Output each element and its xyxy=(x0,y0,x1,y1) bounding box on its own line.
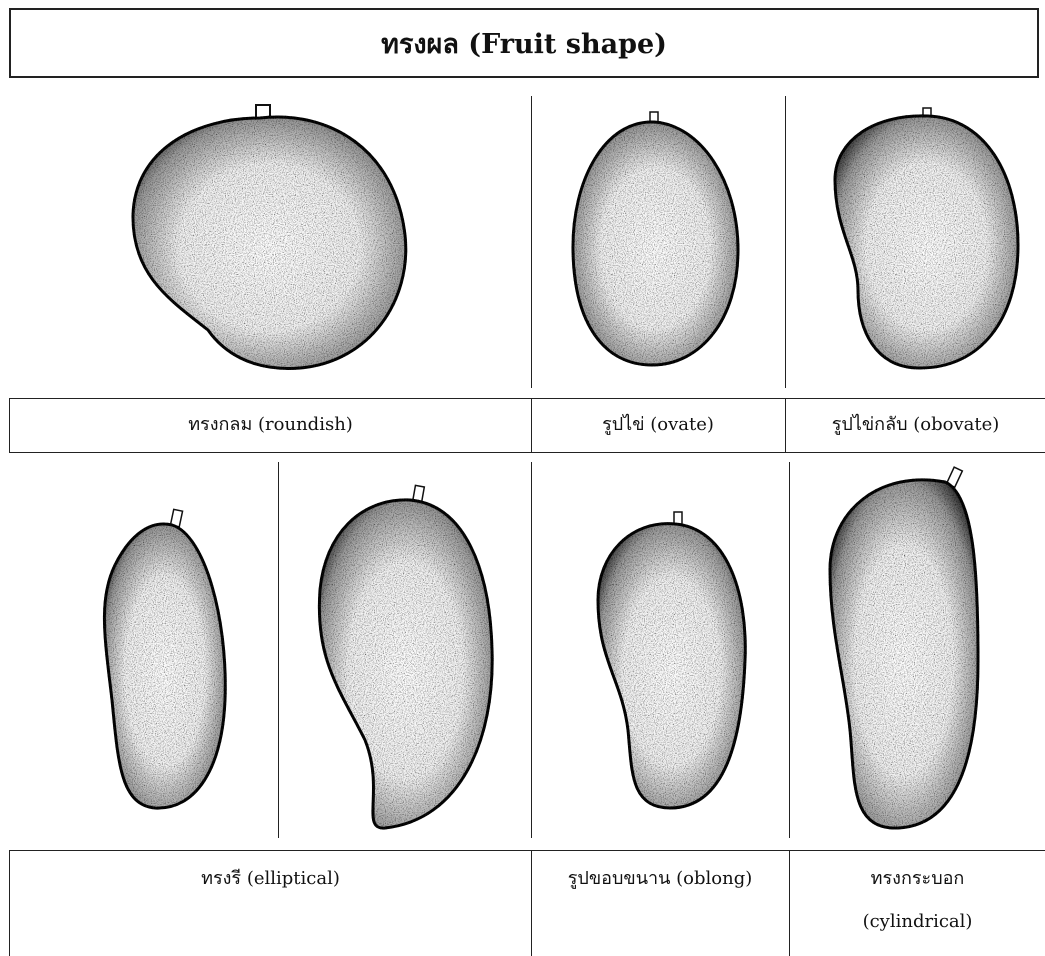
fruit-ovate xyxy=(573,112,738,365)
fruit-elliptical-2 xyxy=(319,485,492,828)
label-elliptical: ทรงรี (elliptical) xyxy=(10,851,531,956)
label-row-2: ทรงรี (elliptical) รูปขอบขนาน (oblong) ท… xyxy=(9,850,1045,956)
label-ovate: รูปไข่ (ovate) xyxy=(531,399,785,452)
fruit-cylindrical xyxy=(830,467,978,828)
label-obovate: รูปไข่กลับ (obovate) xyxy=(785,399,1045,452)
fruit-elliptical-1 xyxy=(104,509,225,808)
fruit-oblong xyxy=(598,512,745,808)
label-oblong: รูปขอบขนาน (oblong) xyxy=(531,851,789,956)
fruit-roundish xyxy=(133,105,406,368)
label-cylindrical: ทรงกระบอก (cylindrical) xyxy=(789,851,1045,956)
fruit-obovate xyxy=(835,108,1018,368)
label-row-1: ทรงกลม (roundish) รูปไข่ (ovate) รูปไข่ก… xyxy=(9,398,1045,453)
label-roundish: ทรงกลม (roundish) xyxy=(10,399,531,452)
label-cylindrical-thai: ทรงกระบอก xyxy=(871,865,965,894)
label-cylindrical-english: (cylindrical) xyxy=(863,908,973,937)
